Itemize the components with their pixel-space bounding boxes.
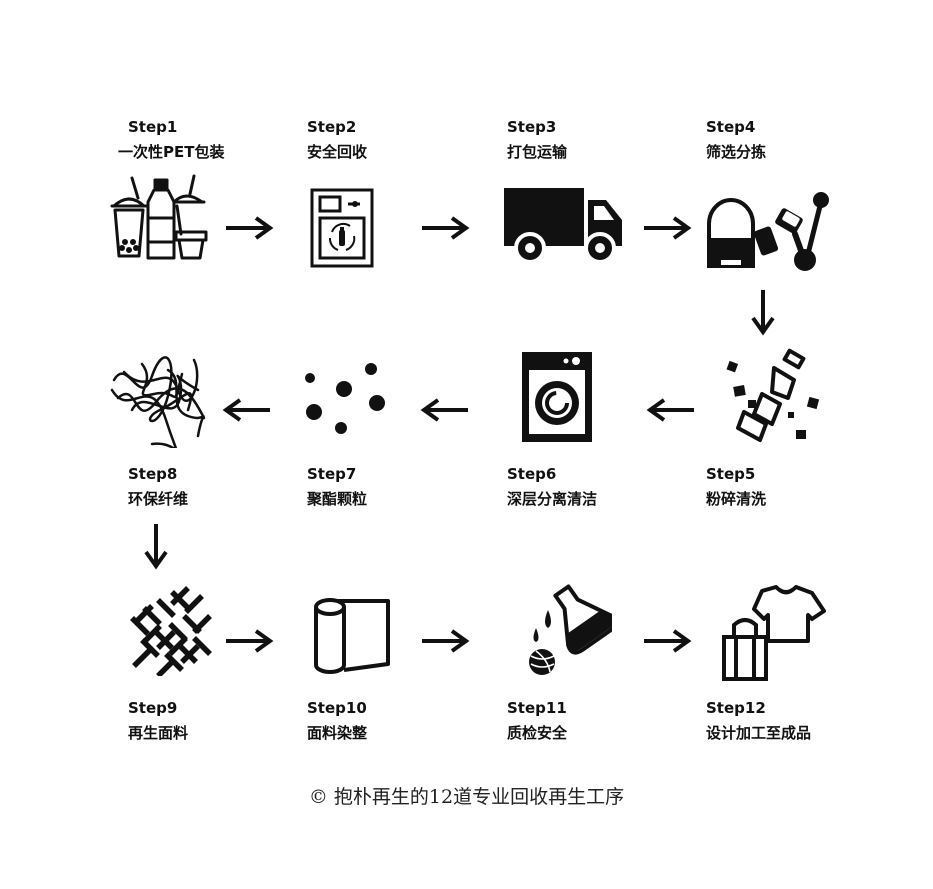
step-4-number: Step4 xyxy=(706,118,756,136)
polyester-pellets-icon xyxy=(305,363,385,434)
tshirt-bag-icon xyxy=(722,585,826,681)
arrow-left-5-6 xyxy=(646,398,694,422)
step-11-name: 质检安全 xyxy=(507,724,568,742)
fabric-roll-icon xyxy=(314,598,390,674)
arrow-down-4-5 xyxy=(751,290,775,336)
step-10-number: Step10 xyxy=(307,699,367,717)
arrow-left-6-7 xyxy=(420,398,468,422)
arrow-right-11-12 xyxy=(644,629,692,653)
step-5-number: Step5 xyxy=(706,465,756,483)
plastic-cups-bottles-icon xyxy=(110,174,208,260)
woven-fabric-icon xyxy=(130,586,212,676)
step-9-number: Step9 xyxy=(128,699,178,717)
step-1-number: Step1 xyxy=(128,118,178,136)
crushed-bottle-icon xyxy=(726,348,820,442)
arrow-down-8-9 xyxy=(144,524,168,570)
arrow-right-10-11 xyxy=(422,629,470,653)
step-12-number: Step12 xyxy=(706,699,766,717)
step-3-number: Step3 xyxy=(507,118,557,136)
step-11-number: Step11 xyxy=(507,699,567,717)
step-6-name: 深层分离清洁 xyxy=(507,490,598,508)
washing-machine-icon xyxy=(522,352,592,442)
copyright-caption: © 抱朴再生的12道专业回收再生工序 xyxy=(308,786,625,808)
step-4-name: 筛选分拣 xyxy=(706,143,767,161)
arrow-right-3-4 xyxy=(644,216,692,240)
step-1-name: 一次性PET包装 xyxy=(118,143,225,161)
step-2-number: Step2 xyxy=(307,118,357,136)
arrow-right-1-2 xyxy=(226,216,274,240)
step-5-name: 粉碎清洗 xyxy=(706,490,767,508)
step-7-number: Step7 xyxy=(307,465,357,483)
arrow-right-2-3 xyxy=(422,216,470,240)
sorting-robot-icon xyxy=(707,192,829,271)
step-7-name: 聚酯颗粒 xyxy=(307,490,368,508)
step-12-name: 设计加工至成品 xyxy=(706,724,812,742)
step-9-name: 再生面料 xyxy=(128,724,189,742)
step-8-name: 环保纤维 xyxy=(128,490,189,508)
recycling-machine-icon xyxy=(310,188,374,268)
arrow-right-9-10 xyxy=(226,629,274,653)
arrow-left-7-8 xyxy=(222,398,270,422)
dye-flask-yarn-icon xyxy=(529,584,612,675)
step-10-name: 面料染整 xyxy=(307,724,368,742)
step-8-number: Step8 xyxy=(128,465,178,483)
step-3-name: 打包运输 xyxy=(507,143,568,161)
step-6-number: Step6 xyxy=(507,465,557,483)
truck-icon xyxy=(504,188,622,264)
fiber-tangle-icon xyxy=(110,356,206,448)
step-2-name: 安全回收 xyxy=(307,143,368,161)
